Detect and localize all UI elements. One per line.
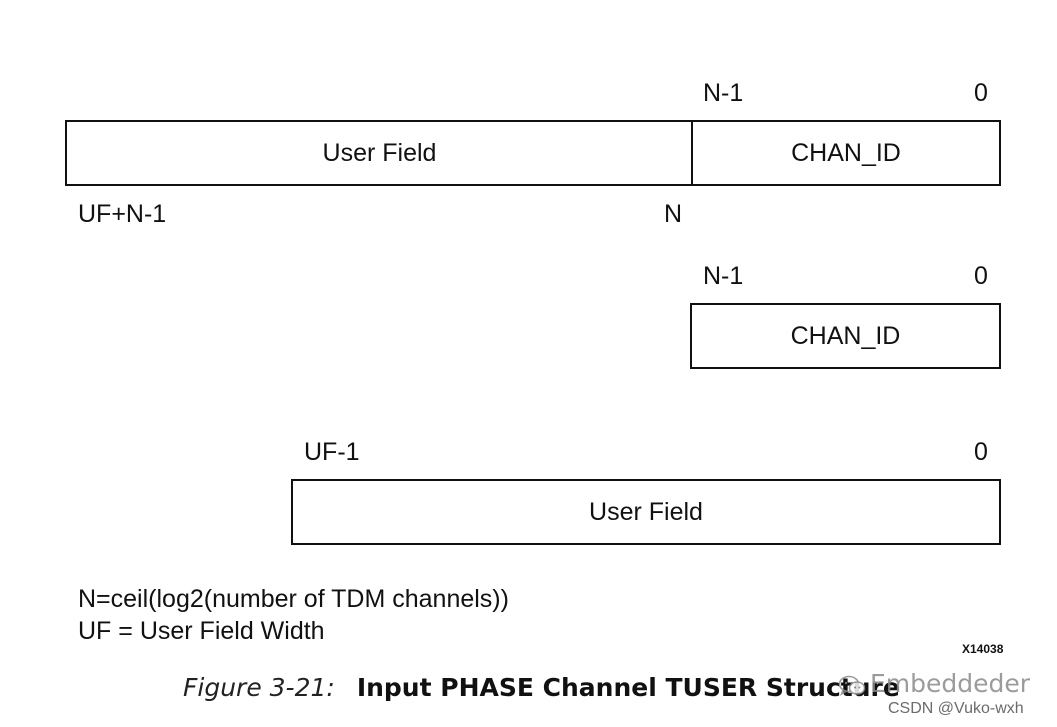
d2-bit-label-n-minus-1: N-1 [703,262,744,290]
figure-code: X14038 [962,642,1004,656]
wechat-icon [838,674,866,696]
figure-caption: Figure 3-21: Input PHASE Channel TUSER St… [183,673,900,702]
csdn-credit: CSDN @Vuko-wxh [888,700,1024,717]
d1-register-box: User Field CHAN_ID [65,120,1001,186]
d1-user-field: User Field [322,138,437,167]
d1-chan-id: CHAN_ID [791,138,901,167]
d3-bit-label-uf-minus-1: UF-1 [304,438,360,466]
watermark: Embeddeder [838,669,1030,698]
d1-bit-label-uf-n-1: UF+N-1 [78,200,167,228]
d1-bit-label-0: 0 [974,79,988,107]
note-uf-definition: UF = User Field Width [78,617,325,645]
d1-bit-label-n: N [664,200,683,228]
figure-title: Input PHASE Channel TUSER Structure [356,673,900,702]
d3-register-box: User Field [291,479,1001,545]
d3-bit-label-0: 0 [974,438,988,466]
note-n-definition: N=ceil(log2(number of TDM channels)) [78,585,509,613]
watermark-text: Embeddeder [870,669,1031,698]
d2-register-box: CHAN_ID [690,303,1001,369]
d2-bit-label-0: 0 [974,262,988,290]
d1-divider [691,122,693,184]
figure-number: Figure 3-21: [183,673,335,702]
d3-user-field: User Field [589,497,703,526]
d1-bit-label-n-minus-1: N-1 [703,79,744,107]
d2-chan-id: CHAN_ID [790,321,901,350]
